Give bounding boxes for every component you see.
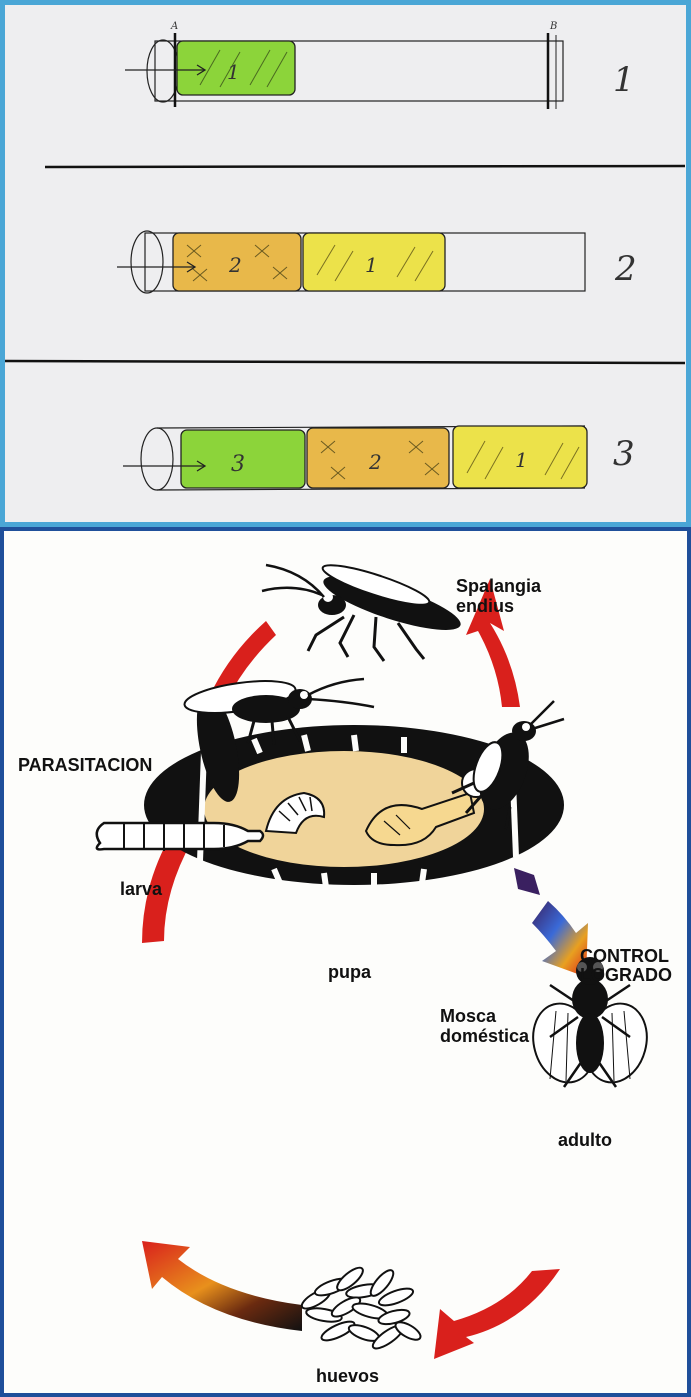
fly-larva-icon (97, 821, 263, 851)
divider-line (45, 166, 685, 167)
segment-number: 1 (227, 60, 240, 84)
arrow-eggs-to-larva (142, 1241, 302, 1331)
point-b-label: B (549, 21, 557, 32)
label-larva: larva (120, 879, 163, 899)
eggs-icon (299, 1264, 423, 1352)
label-adulto: adulto (558, 1130, 612, 1150)
sketch-svg: A B 1 1 (5, 5, 686, 522)
tube-opening (141, 428, 173, 490)
segment-number: 2 (368, 450, 382, 474)
label-control-logrado: CONTROL LOGRADO (580, 946, 674, 985)
divider-line (5, 361, 685, 363)
sketch-row-2: 2 1 2 (117, 231, 637, 293)
row-number: 2 (614, 249, 637, 289)
label-parasitacion: PARASITACION (18, 755, 152, 775)
segment-number: 2 (228, 253, 242, 277)
label-pupa: pupa (328, 962, 372, 982)
sketch-row-3: 3 2 1 3 (123, 426, 635, 490)
wasp-icon (262, 558, 465, 661)
row-number: 1 (613, 60, 635, 100)
lifecycle-svg: Spalangia endius PARASITACION CONTROL LO… (4, 531, 687, 1393)
label-huevos: huevos (316, 1366, 379, 1386)
segment-number: 3 (231, 452, 245, 477)
label-mosca-domestica: Mosca doméstica (440, 1006, 530, 1046)
sketch-panel: A B 1 1 (0, 0, 691, 527)
point-a-label: A (170, 21, 178, 32)
segment-number: 1 (365, 253, 378, 277)
segment-number: 1 (515, 448, 528, 472)
sketch-row-1: A B 1 1 (125, 21, 635, 109)
lifecycle-panel: Spalangia endius PARASITACION CONTROL LO… (0, 527, 691, 1397)
label-spalangia-endius: Spalangia endius (456, 576, 546, 616)
tube-opening (131, 231, 163, 293)
arrow-control-achieved (514, 868, 540, 895)
arrow-adult-to-eggs (434, 1269, 560, 1359)
row-number: 3 (613, 434, 635, 474)
